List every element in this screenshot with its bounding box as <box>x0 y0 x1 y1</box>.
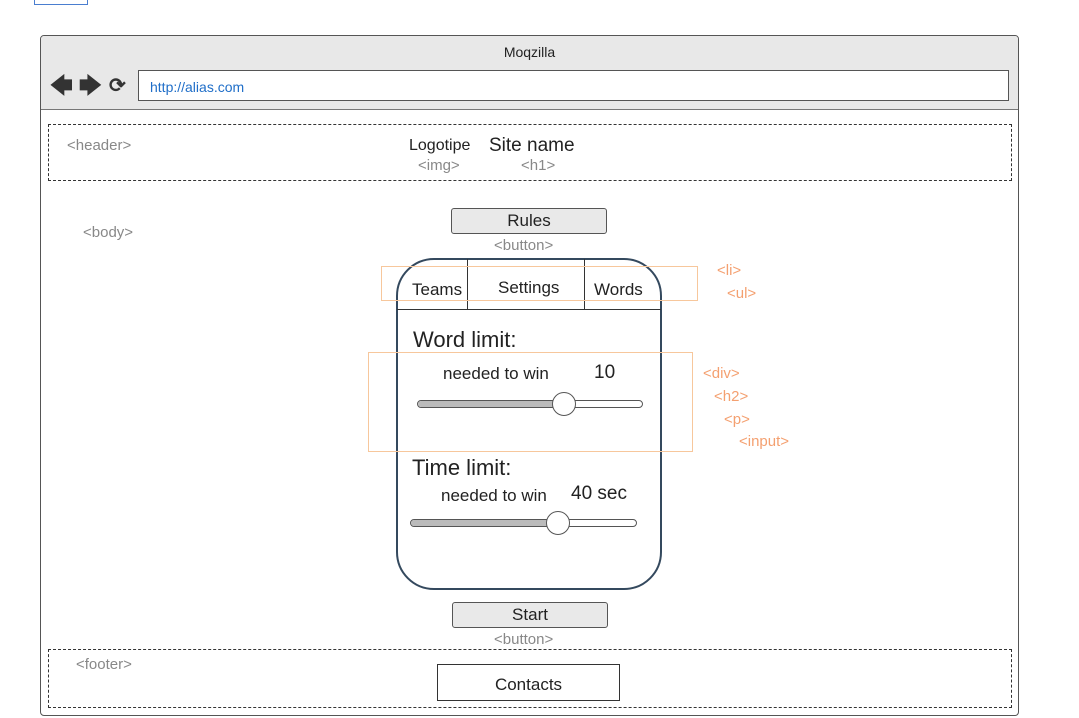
ul-tag-label: <ul> <box>727 285 757 302</box>
time-limit-value: 40 sec <box>571 483 627 504</box>
div-tag-label: <div> <box>703 365 740 382</box>
site-name-tag-label: <h1> <box>521 157 556 174</box>
tab-divider <box>467 259 468 310</box>
body-tag-label: <body> <box>83 224 134 241</box>
p-tag-label: <p> <box>724 411 750 428</box>
time-limit-slider[interactable] <box>410 519 637 527</box>
tab-teams[interactable]: Teams <box>412 280 463 299</box>
forward-arrow-icon[interactable]: 🡆 <box>79 73 102 98</box>
header-tag-label: <header> <box>67 137 132 154</box>
word-limit-heading: Word limit: <box>413 327 517 352</box>
time-limit-slider-fill <box>411 520 558 526</box>
start-button-tag-label: <button> <box>494 631 554 648</box>
ul-highlight-box <box>381 266 698 301</box>
header-region <box>48 124 1012 181</box>
tab-settings[interactable]: Settings <box>498 278 560 297</box>
address-url[interactable]: http://alias.com <box>150 79 245 95</box>
footer-region <box>48 649 1012 708</box>
div-highlight-box <box>368 352 693 452</box>
time-limit-heading: Time limit: <box>412 455 512 480</box>
logo-label: Logotipe <box>409 137 471 154</box>
tab-divider <box>584 259 585 310</box>
tab-bottom-line <box>397 309 661 310</box>
rules-button[interactable]: Rules <box>451 208 607 234</box>
word-limit-caption: needed to win <box>443 364 549 383</box>
footer-tag-label: <footer> <box>76 656 132 673</box>
back-arrow-icon[interactable]: 🡄 <box>50 73 73 98</box>
top-edge-frame <box>34 0 88 5</box>
settings-panel <box>396 258 662 590</box>
time-limit-slider-thumb[interactable] <box>545 511 570 535</box>
rules-button-tag-label: <button> <box>494 237 554 254</box>
word-limit-value: 10 <box>594 362 616 383</box>
contacts-button[interactable]: Contacts <box>437 664 620 701</box>
time-limit-caption: needed to win <box>441 486 547 505</box>
start-button[interactable]: Start <box>452 602 608 628</box>
window-title: Moqzilla <box>503 44 556 60</box>
site-name: Site name <box>489 135 575 156</box>
address-bar[interactable] <box>138 70 1009 101</box>
word-limit-slider-fill <box>418 401 564 407</box>
h2-tag-label: <h2> <box>714 388 749 405</box>
word-limit-slider[interactable] <box>417 400 643 408</box>
reload-icon[interactable]: ⟳ <box>109 75 126 97</box>
tab-words[interactable]: Words <box>594 280 643 299</box>
word-limit-slider-thumb[interactable] <box>551 392 576 416</box>
li-tag-label: <li> <box>717 262 742 279</box>
input-tag-label: <input> <box>739 433 790 450</box>
logo-tag-label: <img> <box>418 157 460 174</box>
